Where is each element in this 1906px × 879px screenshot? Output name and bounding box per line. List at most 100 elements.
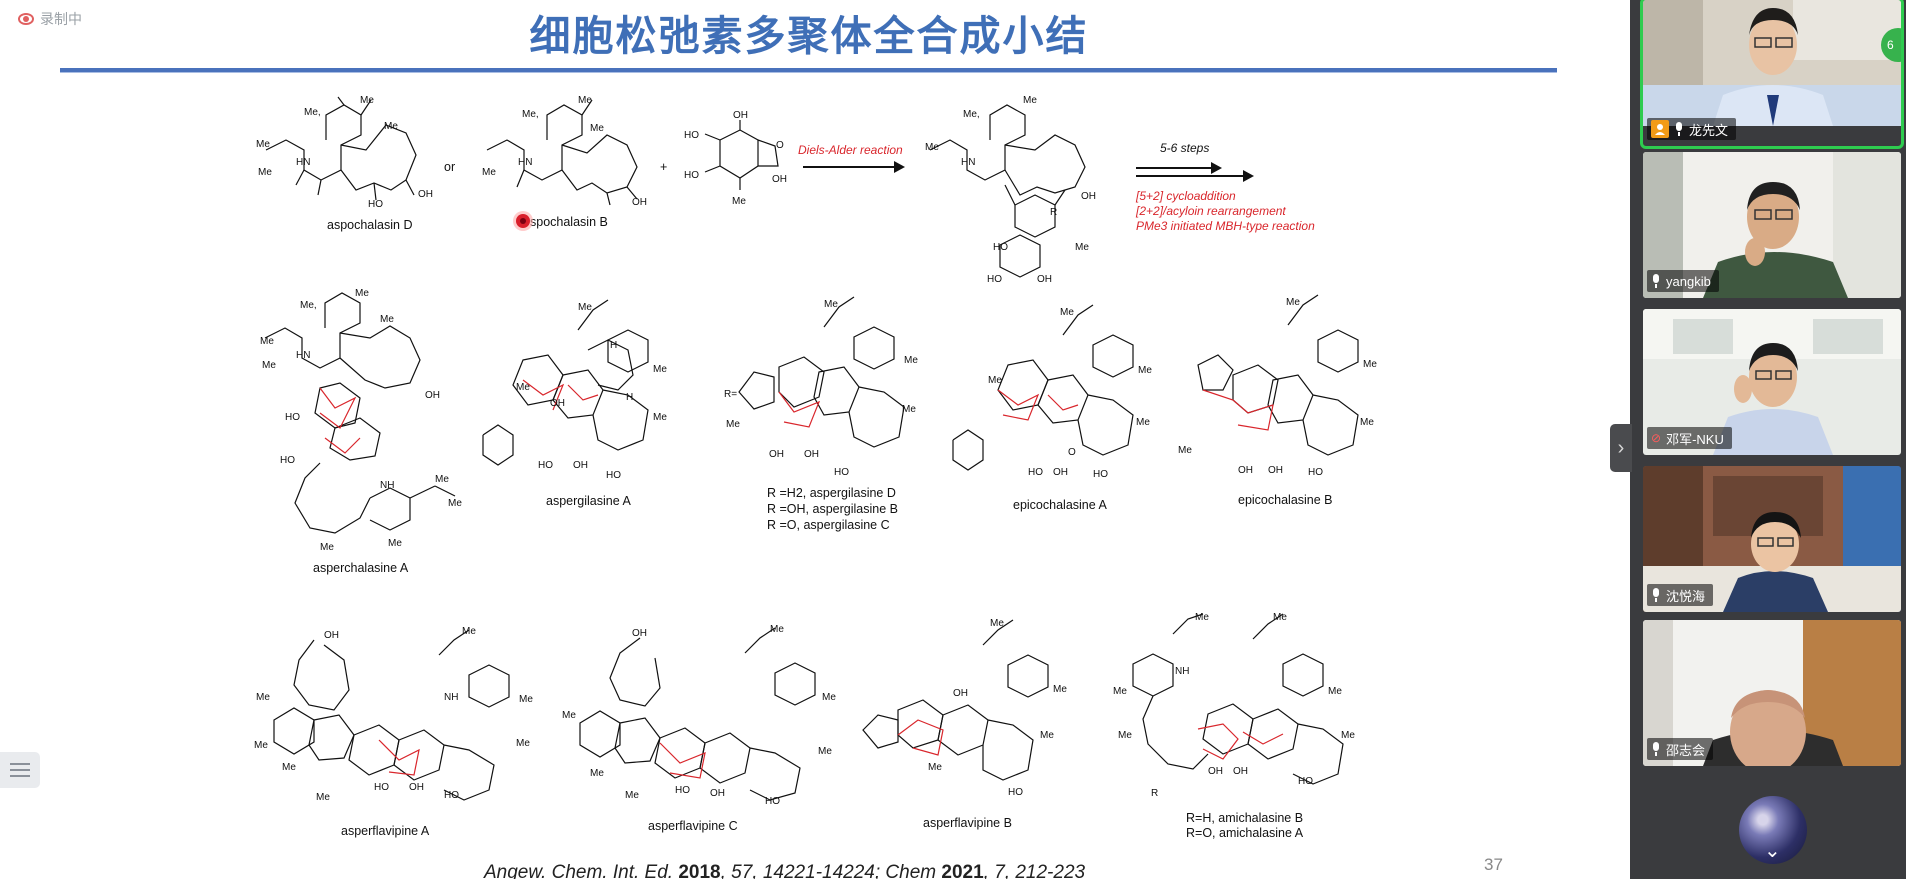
svg-text:OH: OH <box>733 110 748 121</box>
participant-name: 沈悦海 <box>1666 588 1706 604</box>
microphone-icon <box>1651 588 1661 602</box>
label-epicochalasine-b: epicochalasine B <box>1238 493 1333 507</box>
svg-text:OH: OH <box>1037 274 1052 285</box>
participant-video <box>1643 620 1901 766</box>
slide-menu-button[interactable] <box>0 752 40 788</box>
participant-name-tag: 龙先文 <box>1647 118 1737 140</box>
steps-label: 5-6 steps <box>1160 141 1210 155</box>
participant-video-tile[interactable]: 龙先文 6 <box>1640 0 1904 149</box>
svg-text:Me: Me <box>516 382 530 393</box>
svg-text:R: R <box>1050 207 1057 218</box>
svg-text:OH: OH <box>1053 467 1068 478</box>
svg-text:HO: HO <box>1008 787 1023 798</box>
menu-line-icon <box>10 775 30 777</box>
participant-name-tag: 邵志会 <box>1647 738 1714 760</box>
svg-text:Me: Me <box>726 419 740 430</box>
participant-video-tile[interactable]: 沈悦海 <box>1643 466 1901 612</box>
svg-text:Me: Me <box>360 95 374 106</box>
svg-text:OH: OH <box>1081 191 1096 202</box>
svg-text:HO: HO <box>1298 776 1313 787</box>
svg-text:H: H <box>610 340 617 351</box>
svg-text:O: O <box>1068 447 1076 458</box>
svg-text:Me: Me <box>653 364 667 375</box>
svg-text:HN: HN <box>518 157 532 168</box>
participant-count-badge[interactable]: 6 <box>1881 28 1901 62</box>
diels-alder-label: Diels-Alder reaction <box>798 143 903 157</box>
svg-text:Me: Me <box>1136 417 1150 428</box>
svg-text:HO: HO <box>1308 467 1323 478</box>
participant-name: 龙先文 <box>1689 122 1729 138</box>
svg-text:Me: Me <box>562 710 576 721</box>
svg-text:NH: NH <box>444 692 458 703</box>
citation: Angew. Chem. Int. Ed. 2018, 57, 14221-14… <box>484 862 1085 879</box>
participant-video-tile[interactable]: 邵志会 <box>1643 620 1901 766</box>
svg-text:Me: Me <box>519 694 533 705</box>
condition-1: [5+2] cycloaddition <box>1136 189 1236 203</box>
microphone-icon <box>1651 742 1661 756</box>
participant-name: yangkib <box>1666 273 1711 289</box>
chevron-down-icon[interactable]: ⌄ <box>1764 840 1781 862</box>
svg-text:Me: Me <box>1178 445 1192 456</box>
svg-text:Me: Me <box>1060 307 1074 318</box>
svg-text:Me: Me <box>1075 242 1089 253</box>
svg-text:Me: Me <box>388 538 402 549</box>
diels-alder-arrow <box>803 161 905 173</box>
svg-text:Me: Me <box>516 738 530 749</box>
label-aspochalasin-b: spochalasin B <box>530 215 608 229</box>
menu-line-icon <box>10 769 30 771</box>
svg-text:OH: OH <box>1268 465 1283 476</box>
label-aspergilasine-d: R =H2, aspergilasine D <box>767 486 896 500</box>
svg-text:Me: Me <box>262 360 276 371</box>
avatar <box>1739 796 1807 864</box>
collapse-panel-button[interactable]: › <box>1610 424 1632 472</box>
mic-muted-icon: ⊘ <box>1651 431 1662 445</box>
label-aspergilasine-a: aspergilasine A <box>546 494 631 508</box>
svg-text:Me: Me <box>316 792 330 803</box>
participant-video <box>1643 309 1901 455</box>
title-underline <box>60 68 1557 73</box>
more-participants[interactable]: ⌄ <box>1643 772 1901 879</box>
condition-3: PMe3 initiated MBH-type reaction <box>1136 219 1315 233</box>
svg-text:Me: Me <box>1328 686 1342 697</box>
recording-indicator[interactable]: 录制中 <box>18 9 82 29</box>
svg-text:Me: Me <box>818 746 832 757</box>
participant-video <box>1643 152 1901 298</box>
svg-text:Me: Me <box>988 375 1002 386</box>
label-asperflavipine-a: asperflavipine A <box>341 824 430 838</box>
menu-line-icon <box>10 763 30 765</box>
svg-text:Me: Me <box>1286 297 1300 308</box>
svg-text:Me,: Me, <box>300 300 317 311</box>
citation-year-2: 2021 <box>941 862 984 879</box>
svg-text:Me: Me <box>320 542 334 553</box>
svg-text:Me: Me <box>1195 612 1209 623</box>
participant-video-tile[interactable]: yangkib <box>1643 152 1901 298</box>
svg-text:NH: NH <box>1175 666 1189 677</box>
svg-text:Me,: Me, <box>522 109 539 120</box>
label-asperchalasine-a: asperchalasine A <box>313 561 409 575</box>
svg-text:Me: Me <box>928 762 942 773</box>
label-epicochalasine-a: epicochalasine A <box>1013 498 1107 512</box>
svg-text:OH: OH <box>632 197 647 208</box>
citation-journal-1: Angew. Chem. Int. Ed. <box>484 862 674 879</box>
svg-text:Me: Me <box>384 121 398 132</box>
svg-text:Me: Me <box>1113 686 1127 697</box>
participant-video <box>1643 0 1901 126</box>
svg-text:Me: Me <box>824 299 838 310</box>
svg-text:OH: OH <box>769 449 784 460</box>
label-amichalasine-b: R=H, amichalasine B <box>1186 811 1304 825</box>
svg-text:OH: OH <box>409 782 424 793</box>
svg-text:HO: HO <box>1093 469 1108 480</box>
recording-label: 录制中 <box>40 11 82 27</box>
svg-text:Me,: Me, <box>963 109 980 120</box>
participant-video-tile[interactable]: ⊘ 邓军-NKU <box>1643 309 1901 455</box>
svg-text:Me: Me <box>578 302 592 313</box>
svg-text:OH: OH <box>573 460 588 471</box>
svg-text:H: H <box>626 392 633 403</box>
microphone-icon <box>1674 122 1684 136</box>
label-asperflavipine-b: asperflavipine B <box>923 816 1012 830</box>
participant-name: 邵志会 <box>1666 742 1706 758</box>
